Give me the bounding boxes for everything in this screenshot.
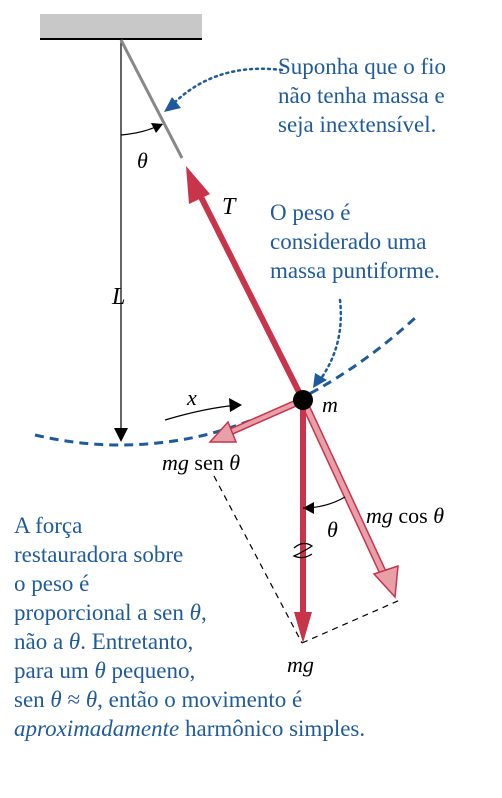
mg-cos-theta-vector-inner <box>300 398 388 579</box>
x-arc-arrow <box>164 404 239 421</box>
tension-vector <box>197 193 306 402</box>
mg-sen-theta-arrowhead <box>208 420 238 443</box>
string-annotation-line-3: seja inextensível. <box>278 112 437 137</box>
mass-annotation-line-1: O peso é <box>270 200 351 225</box>
theta-arc-bottom-arrowhead <box>303 502 314 514</box>
theta-bottom-label: θ <box>327 517 338 542</box>
x-arc-arrowhead <box>229 398 242 412</box>
theta-top-label: θ <box>137 148 148 173</box>
note-line-5: não a θ. Entretanto, <box>14 629 194 654</box>
mass-annotation-line-3: massa puntiforme. <box>270 258 440 283</box>
restoring-force-note: A força restauradora sobre o peso é prop… <box>14 511 494 743</box>
note-line-4: proporcional a sen θ, <box>14 600 207 625</box>
length-label: L <box>111 284 125 310</box>
weight-arrowhead <box>294 612 312 643</box>
bob-annotation-arrowhead <box>313 373 327 388</box>
note-line-6: para um θ pequeno, <box>14 658 196 683</box>
mass-annotation-line-2: considerado uma <box>270 229 427 254</box>
string-annotation-arrowhead <box>164 97 181 112</box>
string <box>119 39 184 159</box>
x-label: x <box>186 385 197 410</box>
note-line-2: restauradora sobre <box>14 542 184 567</box>
string-annotation-arrow <box>170 67 284 107</box>
construction-line-2 <box>301 599 401 644</box>
vertical-line-arrowhead <box>114 428 128 442</box>
swing-path <box>34 316 417 447</box>
note-line-8: aproximadamente harmônico simples. <box>14 716 366 741</box>
mass-label: m <box>322 392 338 417</box>
construction-line-1 <box>213 475 303 644</box>
mg-cos-theta-label: mg cos θ <box>366 503 444 528</box>
bob-annotation-arrow <box>318 298 343 382</box>
theta-arc-top-arrowhead <box>151 123 163 133</box>
pendulum-bob <box>293 390 313 410</box>
string-annotation-line-2: não tenha massa e <box>278 83 445 108</box>
tension-label: T <box>222 194 237 220</box>
note-line-1: A força <box>14 513 83 538</box>
note-line-3: o peso é <box>14 571 90 596</box>
mass-annotation: O peso é considerado uma massa puntiform… <box>270 198 495 285</box>
note-line-7: sen θ ≈ θ, então o movimento é <box>14 687 303 712</box>
coil-mark <box>292 542 314 559</box>
tension-arrowhead <box>186 166 210 204</box>
mg-cos-theta-arrowhead <box>372 564 399 599</box>
mg-sen-theta-label: mg sen θ <box>162 450 240 475</box>
mg-sen-theta-vector-inner <box>227 398 304 435</box>
weight-label: mg <box>287 652 314 677</box>
string-annotation: Suponha que o fio não tenha massa e seja… <box>278 52 498 139</box>
ceiling <box>40 14 202 39</box>
string-annotation-line-1: Suponha que o fio <box>278 54 447 79</box>
